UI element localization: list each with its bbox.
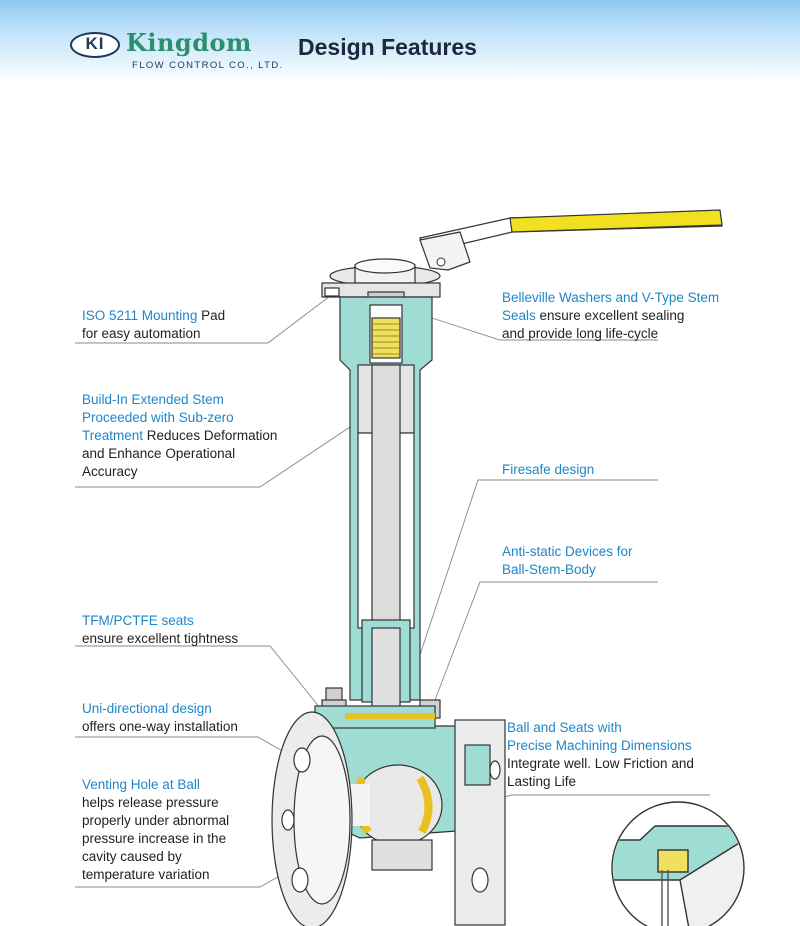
callout-vent-l3: pressure increase in the bbox=[82, 831, 227, 846]
callout-venting-hole: Venting Hole at Ball helps release press… bbox=[82, 776, 229, 884]
callout-stem-t2: and Enhance Operational bbox=[82, 446, 236, 461]
logo-oval bbox=[70, 32, 120, 58]
callout-firesafe: Firesafe design bbox=[502, 461, 594, 479]
callout-ball-t1: Integrate well. Low Friction and bbox=[507, 756, 694, 771]
callout-ball-h2: Precise Machining Dimensions bbox=[507, 738, 692, 753]
bottom-stem bbox=[371, 839, 433, 871]
mounting-pad bbox=[321, 258, 441, 303]
callout-uni-directional: Uni-directional design offers one-way in… bbox=[82, 700, 238, 736]
callout-tfm-highlight: TFM/PCTFE seats bbox=[82, 613, 194, 628]
callout-iso-highlight: ISO 5211 Mounting bbox=[82, 308, 198, 323]
callout-iso-line2: for easy automation bbox=[82, 326, 201, 341]
callout-belleville-h1: Belleville Washers and V-Type Stem bbox=[502, 290, 720, 305]
callout-tfm-seats: TFM/PCTFE seats ensure excellent tightne… bbox=[82, 612, 238, 648]
callout-belleville-t2: and provide long life-cycle bbox=[502, 326, 659, 341]
callout-antistatic-h2: Ball-Stem-Body bbox=[502, 562, 596, 577]
callout-vent-l1: helps release pressure bbox=[82, 795, 219, 810]
callout-vent-l5: temperature variation bbox=[82, 867, 210, 882]
callout-belleville: Belleville Washers and V-Type Stem Seals… bbox=[502, 289, 719, 343]
callout-stem-h2: Proceeded with Sub-zero bbox=[82, 410, 234, 425]
callout-firesafe-highlight: Firesafe design bbox=[502, 462, 595, 477]
callout-antistatic: Anti-static Devices for Ball-Stem-Body bbox=[502, 543, 633, 579]
callout-belleville-h2: Seals bbox=[502, 308, 536, 323]
logo-mark: KI bbox=[85, 34, 105, 53]
callout-stem-h1: Build-In Extended Stem bbox=[82, 392, 224, 407]
callout-tfm-text: ensure excellent tightness bbox=[82, 631, 239, 646]
callout-stem-t1: Reduces Deformation bbox=[143, 428, 278, 443]
logo-subtitle: FLOW CONTROL CO., LTD. bbox=[132, 60, 284, 71]
callout-belleville-t1: ensure excellent sealing bbox=[535, 308, 685, 323]
callout-extended-stem: Build-In Extended Stem Proceeded with Su… bbox=[82, 391, 277, 481]
callout-uni-text: offers one-way installation bbox=[82, 719, 238, 734]
callout-vent-highlight: Venting Hole at Ball bbox=[82, 777, 200, 792]
company-logo: KI Kingdom FLOW CONTROL CO., LTD. bbox=[70, 28, 282, 76]
callout-stem-t3: Accuracy bbox=[82, 464, 138, 479]
callout-ball-h1: Ball and Seats with bbox=[507, 720, 622, 735]
header-banner: KI Kingdom FLOW CONTROL CO., LTD. Design… bbox=[0, 0, 800, 84]
callout-vent-l4: cavity caused by bbox=[82, 849, 182, 864]
callout-iso-text: Pad bbox=[197, 308, 226, 323]
callout-uni-highlight: Uni-directional design bbox=[82, 701, 212, 716]
callout-ball-seats: Ball and Seats with Precise Machining Di… bbox=[507, 719, 694, 791]
lever-handle bbox=[419, 209, 723, 271]
callout-antistatic-h1: Anti-static Devices for bbox=[502, 544, 633, 559]
page-title: Design Features bbox=[298, 34, 477, 60]
callout-stem-h3: Treatment bbox=[82, 428, 144, 443]
callout-ball-t2: Lasting Life bbox=[507, 774, 577, 789]
logo-name: Kingdom bbox=[126, 28, 252, 57]
right-flange bbox=[454, 719, 506, 926]
extended-stem bbox=[357, 364, 415, 761]
callout-vent-l2: properly under abnormal bbox=[82, 813, 230, 828]
left-flange bbox=[271, 711, 353, 926]
callout-iso-mounting: ISO 5211 Mounting Pad for easy automatio… bbox=[82, 307, 225, 343]
seat-detail-inset bbox=[611, 801, 745, 926]
